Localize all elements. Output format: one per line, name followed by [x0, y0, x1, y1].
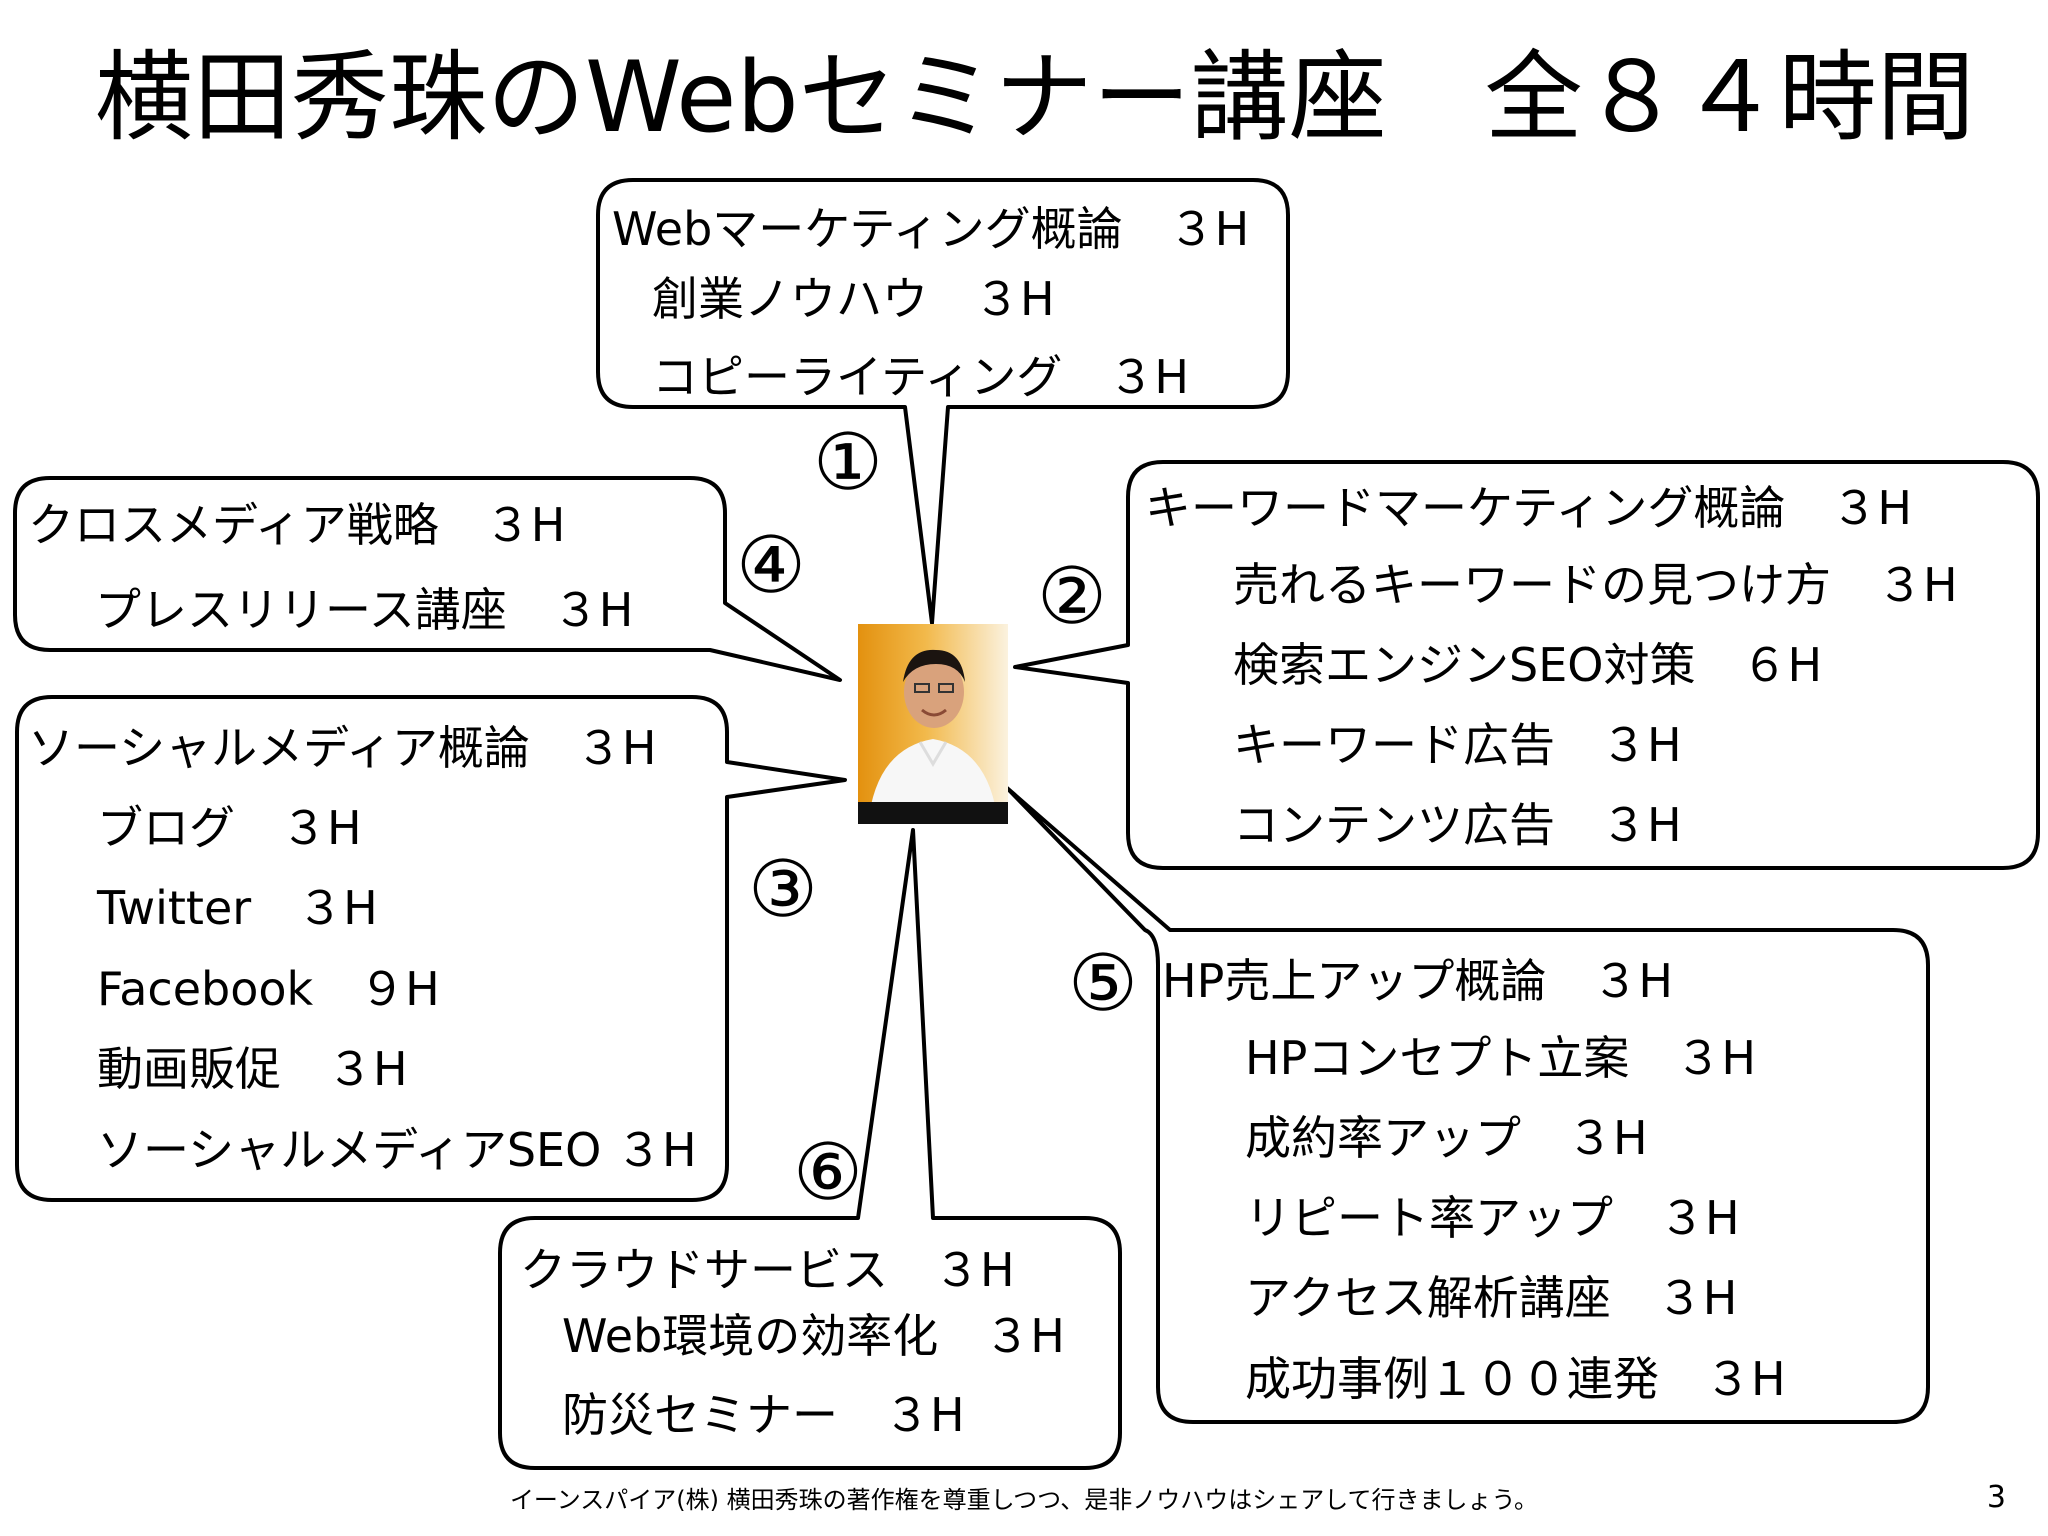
bubble-3-line: ソーシャルメディアSEO ３H	[97, 1127, 697, 1173]
bubble-4-line: クロスメディア戦略 ３H	[28, 502, 565, 548]
bubble-5-line: アクセス解析講座 ３H	[1245, 1275, 1737, 1321]
bubble-5-line: HPコンセプト立案 ３H	[1245, 1035, 1756, 1081]
bubble-6-line: Web環境の効率化 ３H	[562, 1313, 1065, 1359]
bubble-5-line: リピート率アップ ３H	[1245, 1195, 1740, 1241]
bubble-2-line: 検索エンジンSEO対策 ６H	[1233, 642, 1822, 688]
bubble-5-outline	[1007, 788, 1928, 1422]
bubble-3-line: ブログ ３H	[97, 805, 362, 851]
bubble-3-line: ソーシャルメディア概論 ３H	[28, 725, 656, 771]
number-2: ②	[1037, 558, 1107, 636]
bubble-2-line: 売れるキーワードの見つけ方 ３H	[1233, 562, 1958, 608]
bubble-2-line: コンテンツ広告 ３H	[1233, 802, 1682, 848]
bubble-4-line: プレスリリース講座 ３H	[95, 587, 633, 633]
number-4: ④	[736, 527, 806, 605]
number-1: ①	[813, 424, 883, 502]
number-6: ⑥	[793, 1134, 863, 1212]
bubble-5-line: 成功事例１００連発 ３H	[1245, 1356, 1786, 1402]
bubble-6-line: 防災セミナー ３H	[562, 1392, 965, 1438]
bubble-1-line: コピーライティング ３H	[652, 354, 1189, 400]
bubble-3-line: Twitter ３H	[97, 885, 378, 931]
bubble-5-line: HP売上アップ概論 ３H	[1162, 958, 1673, 1004]
bubble-2-line: キーワード広告 ３H	[1233, 722, 1682, 768]
bubble-1-line: 創業ノウハウ ３H	[652, 276, 1055, 322]
bubble-3-line: Facebook ９H	[97, 966, 440, 1012]
bubble-1-line: Webマーケティング概論 ３H	[612, 206, 1249, 252]
bubble-6-line: クラウドサービス ３H	[520, 1247, 1015, 1293]
bubble-2-line: キーワードマーケティング概論 ３H	[1145, 485, 1912, 531]
bubble-3-line: 動画販促 ３H	[97, 1046, 408, 1092]
speaker-photo	[858, 624, 1008, 824]
number-3: ③	[748, 851, 818, 929]
number-5: ⑤	[1068, 945, 1138, 1023]
bubble-5-line: 成約率アップ ３H	[1245, 1115, 1648, 1161]
page-number: 3	[1987, 1480, 2006, 1515]
footer-copyright: イーンスパイア(株) 横田秀珠の著作権を尊重しつつ、是非ノウハウはシェアして行き…	[0, 1480, 2048, 1515]
